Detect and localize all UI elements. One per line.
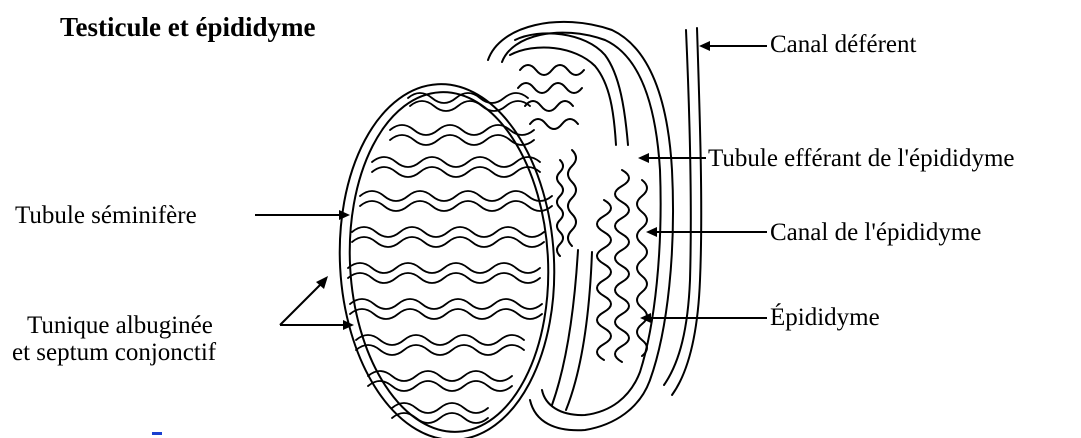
epididymis-body-duct — [615, 170, 629, 362]
label-canal-deferent: Canal déférent — [770, 32, 916, 57]
arrow-canal-deferent — [699, 41, 710, 51]
label-tubule-efferant: Tubule efférant de l'épididyme — [708, 146, 1015, 171]
arrow-canal-epididyme — [646, 227, 657, 237]
rete-testis — [557, 160, 563, 256]
label-tubule-seminifere: Tubule séminifère — [15, 203, 197, 228]
vas-deferens-inner — [664, 30, 691, 385]
diagram-title: Testicule et épididyme — [60, 14, 316, 41]
epididymis-body-duct-3 — [637, 180, 647, 356]
epididymis-head-band — [515, 33, 628, 145]
epididymis-body-duct-2 — [597, 200, 611, 360]
label-tunique-line2: et septum conjonctif — [12, 340, 216, 365]
accent-mark — [152, 432, 162, 435]
label-epididyme: Épididyme — [770, 305, 880, 330]
testis-outer — [331, 79, 563, 438]
epididymis-tail-inner — [552, 250, 578, 405]
arrow-tubule-efferant — [638, 153, 649, 163]
label-tunique-line1: Tunique albuginée — [27, 313, 213, 338]
arrow-tubule-seminifere — [339, 210, 350, 220]
label-canal-epididyme: Canal de l'épididyme — [770, 220, 981, 245]
efferent-ducts — [568, 150, 576, 246]
leader-tunique-up — [280, 282, 323, 325]
vas-deferens-outer — [672, 28, 701, 395]
